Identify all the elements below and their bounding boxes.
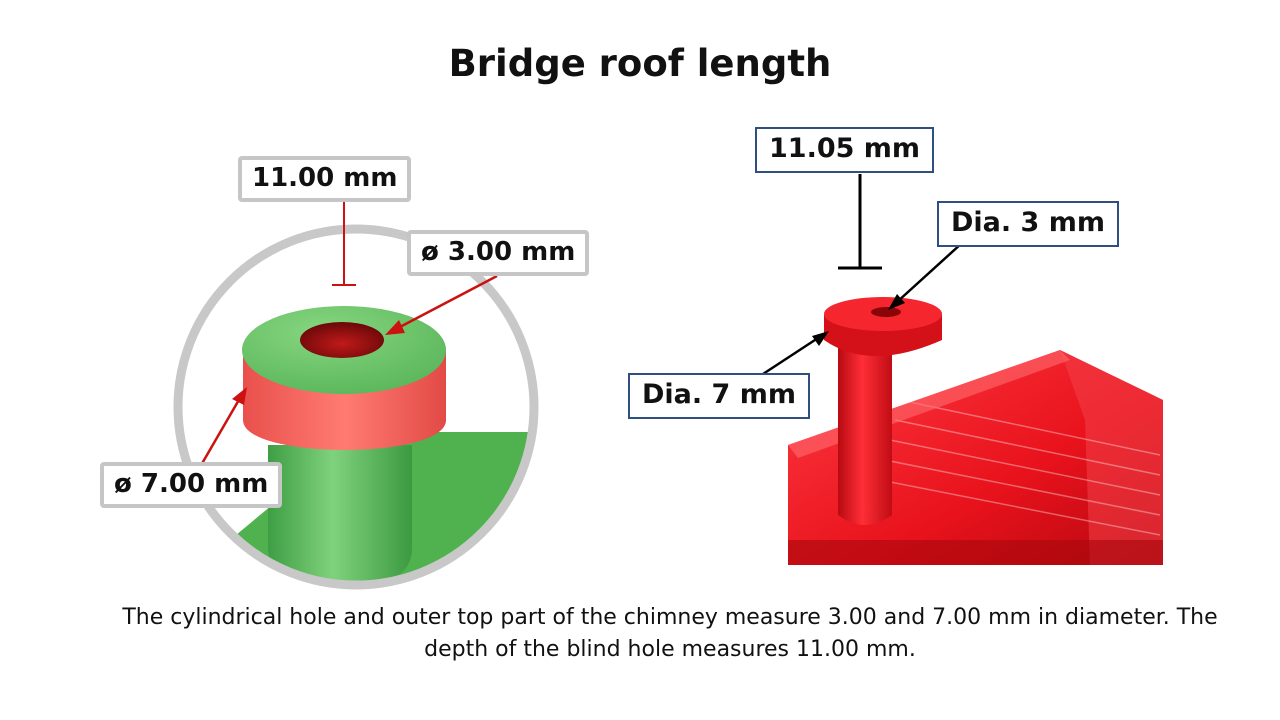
photo-depth-label: 11.05 mm: [755, 127, 935, 174]
cad-outer-diameter-label: ø 7.00 mm: [100, 462, 283, 509]
photo-outer-diameter-label: Dia. 7 mm: [628, 373, 810, 420]
cad-view-circle: [173, 224, 539, 590]
slide-title: Bridge roof length: [448, 42, 832, 85]
cad-inner-diameter-label: ø 3.00 mm: [407, 230, 590, 277]
slide-caption: The cylindrical hole and outer top part …: [122, 605, 1218, 662]
blind-hole: [300, 322, 384, 358]
chimney-body: [268, 445, 412, 585]
cad-depth-label: 11.00 mm: [238, 156, 412, 203]
printed-chimney-post: [838, 330, 892, 525]
photo-inner-diameter-label: Dia. 3 mm: [937, 201, 1119, 248]
